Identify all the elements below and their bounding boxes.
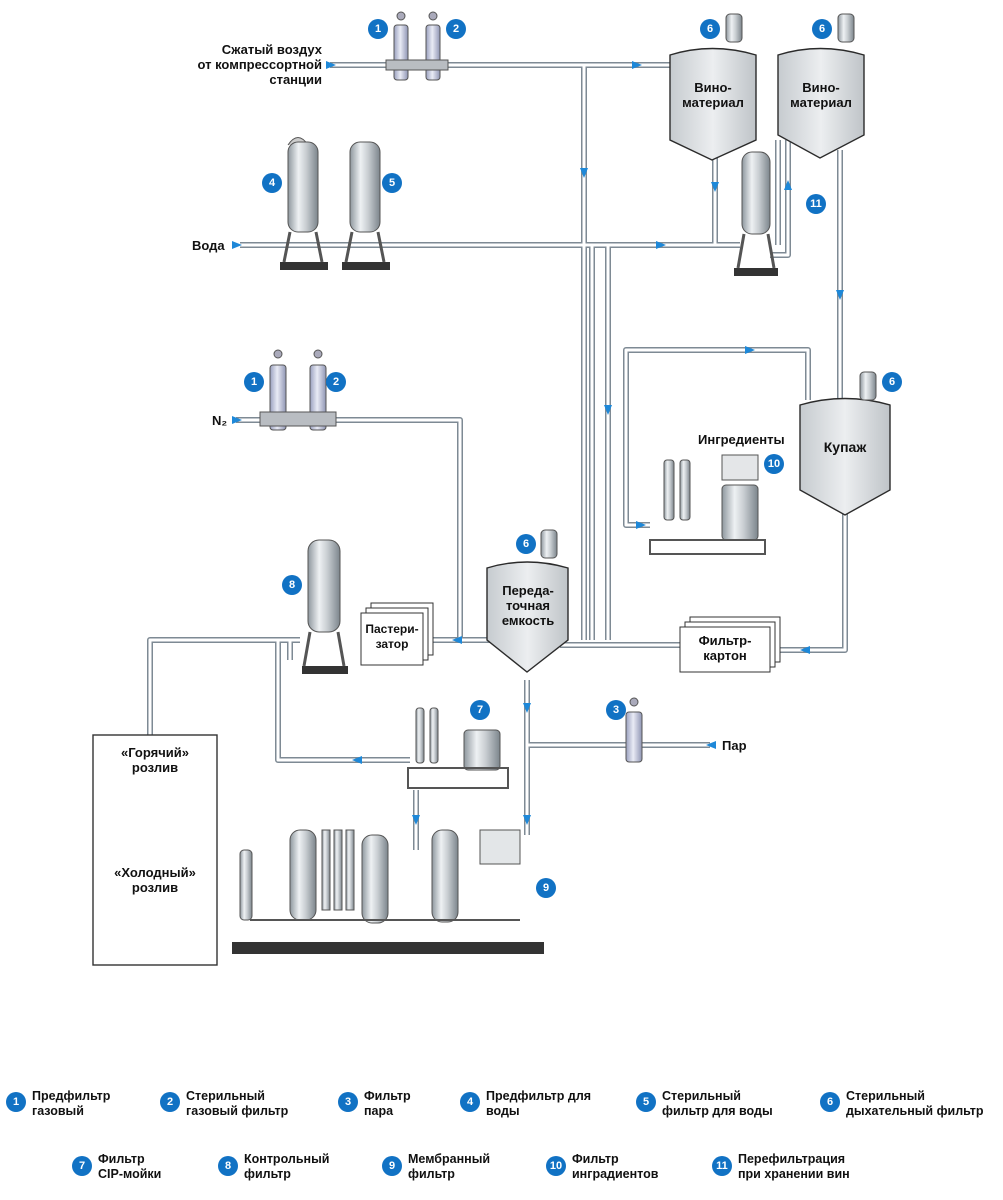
transfer-tank-label: Переда- точная емкость <box>501 583 555 628</box>
arrow-trunk-down <box>580 168 588 178</box>
cold-fill-label: «Холодный» розлив <box>114 865 196 895</box>
arrow-transfer-down <box>523 703 531 713</box>
arrow-membrane-down-2 <box>523 815 531 825</box>
legend-badge: 10 <box>546 1156 566 1176</box>
badge-water-prefilter: 4 <box>262 173 282 193</box>
transfer-tank <box>486 561 569 673</box>
legend-text: Стерильный дыхательный фильтр <box>846 1089 984 1118</box>
legend-text: Фильтр ингрaдиентов <box>572 1152 659 1181</box>
ingredients-label: Ингредиенты <box>698 432 785 447</box>
legend-badge: 9 <box>382 1156 402 1176</box>
arrow-loop-right <box>745 346 755 354</box>
badge-membrane-filter: 9 <box>536 878 556 898</box>
arrow-membrane-down <box>412 815 420 825</box>
ingredients-station-icon <box>649 454 766 555</box>
legend-badge: 3 <box>338 1092 358 1112</box>
flow-arrows <box>232 61 844 825</box>
water-label: Вода <box>192 238 225 253</box>
steam-label: Пар <box>722 738 747 753</box>
legend-badge: 2 <box>160 1092 180 1112</box>
hot-fill-label: «Горячий» розлив <box>120 745 189 775</box>
legend-badge: 11 <box>712 1156 732 1176</box>
n2-label: N₂ <box>212 413 228 428</box>
arrow-cip-left <box>352 756 362 764</box>
arrow-water-right <box>656 241 666 249</box>
filter-carton-label: Фильтр- картон <box>698 633 752 663</box>
arrow-pasteurizer-left <box>452 636 462 644</box>
badge-refiltration: 11 <box>806 194 826 214</box>
wine-tank-2-label: Вино- материал <box>790 80 852 110</box>
arrow-air-right <box>632 61 642 69</box>
arrow-filter11-up <box>784 180 792 190</box>
legend-text: Стерильный фильтр для воды <box>662 1089 773 1118</box>
filter-carton-unit <box>679 616 781 673</box>
badge-breathing-transfer: 6 <box>516 534 536 554</box>
steam-filter-icon <box>625 697 643 763</box>
pasteurizer-label: Пастери- затор <box>365 622 419 651</box>
filling-box <box>92 734 218 966</box>
legend-text: Перефильтрация при хранении вин <box>738 1152 850 1181</box>
legend-badge: 1 <box>6 1092 26 1112</box>
badge-n2-prefilter: 1 <box>244 372 264 392</box>
pasteurizer-unit <box>360 602 434 666</box>
legend-text: Фильтр CIP-мойки <box>98 1152 162 1181</box>
arrow-n2-in <box>232 416 242 424</box>
legend-badge: 7 <box>72 1156 92 1176</box>
badge-cip-filter: 7 <box>470 700 490 720</box>
arrow-loop-in <box>636 521 646 529</box>
legend-badge: 4 <box>460 1092 480 1112</box>
legend-badge: 6 <box>820 1092 840 1112</box>
badge-control-filter: 8 <box>282 575 302 595</box>
legend-badge: 5 <box>636 1092 656 1112</box>
arrow-tank1-down <box>711 182 719 192</box>
legend-text: Стерильный газовый фильтр <box>186 1089 289 1118</box>
legend-text: Мембранный фильтр <box>408 1152 491 1181</box>
badge-breathing-wine2: 6 <box>812 19 832 39</box>
legend-text: Предфильтр для воды <box>486 1089 592 1118</box>
badge-ingredients-filter: 10 <box>764 454 784 474</box>
wine-tank-1-label: Вино- материал <box>682 80 744 110</box>
arrow-wine-down <box>836 290 844 300</box>
cip-station-icon <box>407 707 509 789</box>
arrow-steam-left <box>706 741 716 749</box>
air-gas-filters-icon <box>385 11 449 81</box>
legend-text: Контрольный фильтр <box>244 1152 330 1181</box>
legend-text: Фильтр пара <box>364 1089 411 1118</box>
arrow-water-in <box>232 241 242 249</box>
arrow-trunk-down-2 <box>604 405 612 415</box>
blend-tank <box>799 397 891 516</box>
wine-tank-1 <box>669 47 757 161</box>
wine-tank-2 <box>777 47 865 159</box>
badge-air-sterile: 2 <box>446 19 466 39</box>
refiltration-filter-icon <box>734 151 778 276</box>
air-source-label: Сжатый воздух от компрессортной станции <box>197 42 323 87</box>
legend-text: Предфильтр газовый <box>32 1089 111 1118</box>
control-filter-icon <box>302 539 348 674</box>
water-sterile-filter-icon <box>342 141 390 270</box>
badge-breathing-blend: 6 <box>882 372 902 392</box>
breathing-filter-icon <box>540 13 877 559</box>
badge-steam-filter: 3 <box>606 700 626 720</box>
membrane-skid-icon <box>232 829 544 954</box>
badge-air-prefilter: 1 <box>368 19 388 39</box>
arrow-carton-left <box>800 646 810 654</box>
arrow-air-in <box>326 61 336 69</box>
badge-n2-sterile: 2 <box>326 372 346 392</box>
legend-badge: 8 <box>218 1156 238 1176</box>
water-prefilter-icon <box>280 137 328 270</box>
badge-water-sterile: 5 <box>382 173 402 193</box>
blend-tank-label: Купаж <box>823 439 867 455</box>
badge-breathing-wine1: 6 <box>700 19 720 39</box>
n2-gas-filters-icon <box>259 349 337 431</box>
